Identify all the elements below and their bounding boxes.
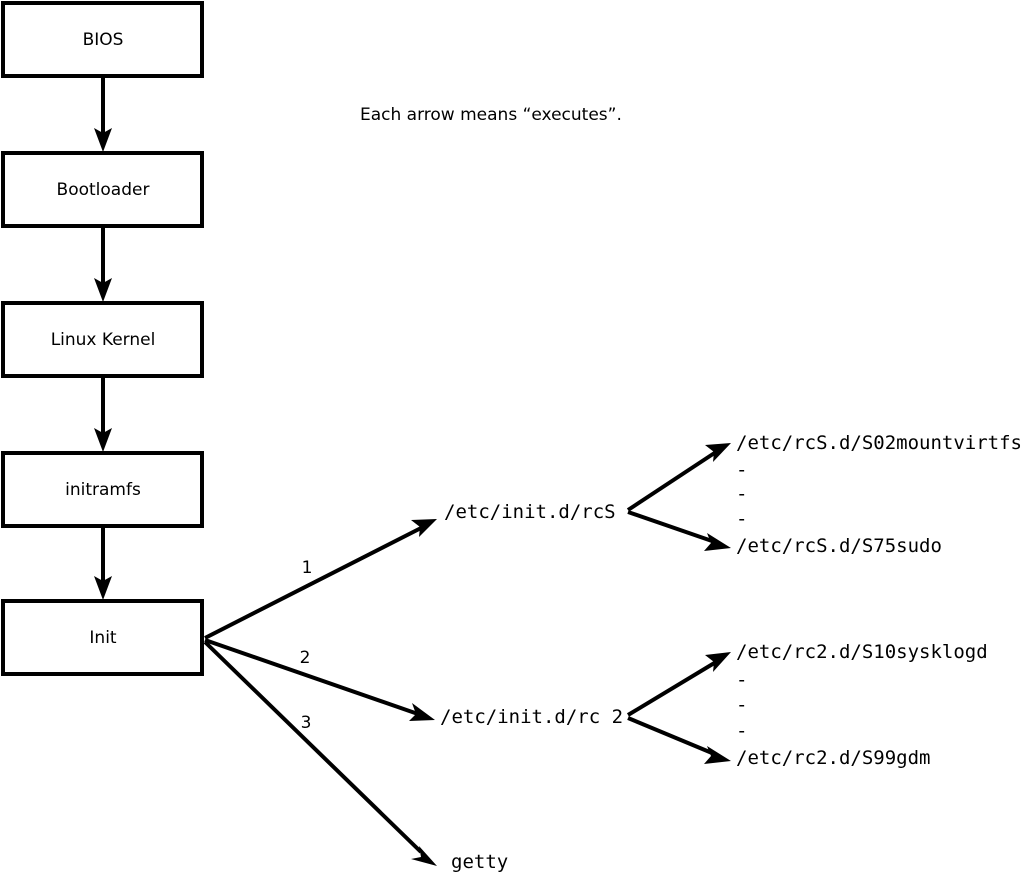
- arrowhead-icon: [411, 519, 437, 537]
- init-fanout-arrows: 1 2 3: [203, 519, 437, 866]
- node-init[interactable]: Init: [1, 599, 204, 676]
- node-init-rect: [1, 599, 204, 676]
- node-bios-rect: [1, 1, 204, 78]
- edge-label-2: 2: [300, 648, 311, 668]
- arrowhead-icon: [94, 428, 112, 452]
- node-initramfs-rect: [1, 451, 204, 528]
- node-bootloader[interactable]: Bootloader: [1, 151, 204, 228]
- rc2-ellipsis-dash-3: -: [736, 720, 747, 742]
- arrow-bios-to-bootloader: [94, 76, 112, 152]
- target-label-rc2[interactable]: /etc/init.d/rc 2: [440, 706, 623, 728]
- arrow-rc2-to-first-script: [626, 652, 731, 717]
- rc2-script-last[interactable]: /etc/rc2.d/S99gdm: [736, 747, 930, 769]
- node-bios-label: BIOS: [83, 30, 124, 50]
- node-linux-kernel[interactable]: Linux Kernel: [1, 301, 204, 378]
- rcs-script-last[interactable]: /etc/rcS.d/S75sudo: [736, 535, 942, 557]
- node-initramfs-label: initramfs: [65, 480, 141, 500]
- rc2-fanout: /etc/rc2.d/S10sysklogd - - - /etc/rc2.d/…: [626, 641, 988, 769]
- arrowhead-icon: [411, 846, 437, 866]
- node-bios[interactable]: BIOS: [1, 1, 204, 78]
- rcs-ellipsis-dash-3: -: [736, 508, 747, 530]
- rcs-ellipsis-dash-2: -: [736, 483, 747, 505]
- arrowhead-icon: [704, 533, 731, 551]
- edge-label-3: 3: [301, 713, 312, 733]
- boot-chain-arrows: [94, 76, 112, 600]
- rc2-ellipsis-dash-2: -: [736, 694, 747, 716]
- boot-chain-group: BIOS Bootloader Linux Kernel initramfs I…: [1, 1, 204, 676]
- target-label-rcs[interactable]: /etc/init.d/rcS: [444, 501, 616, 523]
- arrowhead-icon: [94, 128, 112, 152]
- arrow-init-to-rcs: 1: [204, 519, 437, 640]
- node-linux-kernel-label: Linux Kernel: [51, 330, 156, 350]
- arrowhead-icon: [94, 278, 112, 302]
- arrowhead-icon: [705, 443, 731, 462]
- rc2-script-first[interactable]: /etc/rc2.d/S10sysklogd: [736, 641, 988, 663]
- arrow-initramfs-to-init: [94, 526, 112, 600]
- rcs-ellipsis-dash-1: -: [736, 459, 747, 481]
- arrow-rc2-to-last-script: [627, 716, 731, 764]
- node-initramfs[interactable]: initramfs: [1, 451, 204, 528]
- arrowhead-icon: [409, 703, 435, 721]
- arrow-bootloader-to-kernel: [94, 226, 112, 302]
- arrowhead-icon: [705, 652, 731, 672]
- edge-label-1: 1: [302, 558, 313, 578]
- arrow-kernel-to-initramfs: [94, 376, 112, 452]
- rcs-fanout: /etc/rcS.d/S02mountvirtfs - - - /etc/rcS…: [626, 432, 1022, 557]
- node-linux-kernel-rect: [1, 301, 204, 378]
- rcs-script-first[interactable]: /etc/rcS.d/S02mountvirtfs: [736, 432, 1022, 454]
- arrow-init-to-rc2: 2: [204, 638, 435, 721]
- rc2-ellipsis-dash-1: -: [736, 669, 747, 691]
- arrow-rcs-to-last-script: [627, 510, 731, 551]
- target-label-getty[interactable]: getty: [451, 851, 508, 873]
- arrow-init-to-getty: 3: [203, 640, 437, 866]
- node-bootloader-label: Bootloader: [57, 180, 150, 200]
- arrowhead-icon: [704, 746, 731, 764]
- arrow-rcs-to-first-script: [626, 443, 731, 512]
- arrowhead-icon: [94, 576, 112, 600]
- init-branch-targets: /etc/init.d/rcS /etc/init.d/rc 2 getty: [440, 501, 623, 873]
- node-init-label: Init: [89, 628, 117, 648]
- diagram-caption: Each arrow means “executes”.: [360, 105, 622, 125]
